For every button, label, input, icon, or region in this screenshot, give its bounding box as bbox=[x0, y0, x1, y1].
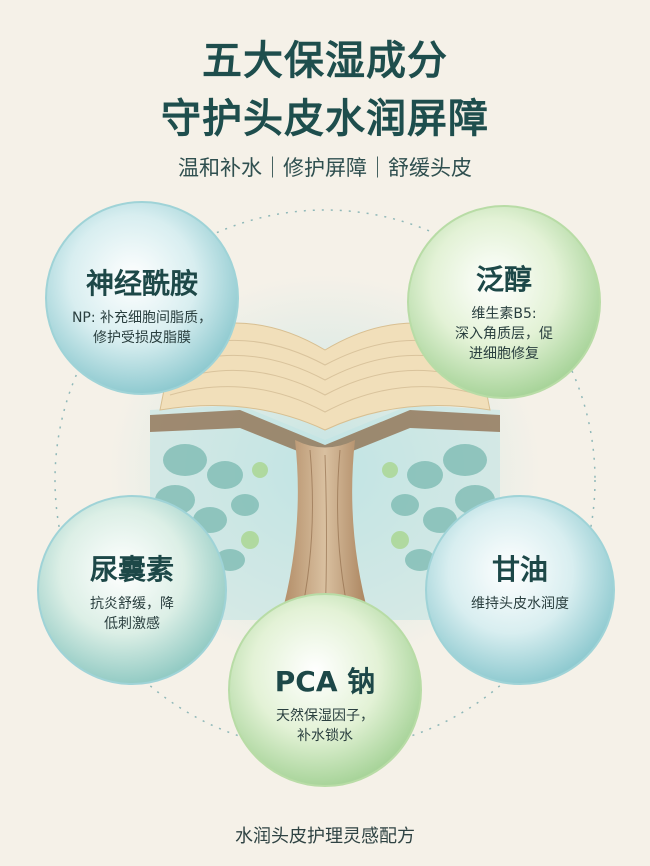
desc-line: 维持头皮水润度 bbox=[471, 596, 569, 612]
ingredient-pca-na: PCA 钠 天然保湿因子， 补水锁水 bbox=[245, 660, 405, 746]
desc-line: NP: 补充细胞间脂质， bbox=[71, 310, 213, 326]
footer-caption: 水润头皮护理灵感配方 bbox=[235, 826, 415, 847]
page-title-line2: 守护头皮水润屏障 bbox=[161, 96, 489, 142]
ingredient-desc: NP: 补充细胞间脂质， 修护受损皮脂膜 bbox=[52, 308, 232, 348]
ingredient-name: 甘油 bbox=[491, 553, 548, 586]
ingredient-desc: 维持头皮水润度 bbox=[440, 594, 600, 614]
ingredient-name: 泛醇 bbox=[475, 263, 532, 296]
desc-line: 天然保湿因子， bbox=[276, 708, 374, 724]
ingredient-name: 尿囊素 bbox=[89, 553, 174, 586]
ingredient-name: 神经酰胺 bbox=[85, 267, 198, 300]
bubble-pca-na bbox=[228, 593, 422, 787]
desc-line: 维生素B5: bbox=[471, 306, 537, 322]
desc-line: 进细胞修复 bbox=[469, 346, 539, 362]
desc-line: 抗炎舒缓，降 bbox=[90, 596, 174, 612]
bubble-glycerin bbox=[425, 495, 615, 685]
ingredient-desc: 维生素B5: 深入角质层，促 进细胞修复 bbox=[424, 304, 584, 364]
page-title-line1: 五大保湿成分 bbox=[202, 38, 448, 84]
desc-line: 低刺激感 bbox=[104, 616, 160, 632]
bubble-panthenol bbox=[407, 205, 601, 399]
bubble-ceramide bbox=[45, 201, 239, 395]
desc-line: 修护受损皮脂膜 bbox=[93, 330, 191, 346]
ingredient-glycerin: 甘油 维持头皮水润度 bbox=[440, 548, 600, 614]
subtitle: 温和补水｜修护屏障｜舒缓头皮 bbox=[178, 156, 472, 180]
ingredient-desc: 抗炎舒缓，降 低刺激感 bbox=[52, 594, 212, 634]
ingredient-ceramide: 神经酰胺 NP: 补充细胞间脂质， 修护受损皮脂膜 bbox=[52, 262, 232, 348]
ingredient-desc: 天然保湿因子， 补水锁水 bbox=[245, 706, 405, 746]
ingredient-name: PCA 钠 bbox=[274, 665, 376, 698]
ingredient-allantoin: 尿囊素 抗炎舒缓，降 低刺激感 bbox=[52, 548, 212, 634]
desc-line: 深入角质层，促 bbox=[455, 326, 553, 342]
ingredient-panthenol: 泛醇 维生素B5: 深入角质层，促 进细胞修复 bbox=[424, 258, 584, 364]
bubble-allantoin bbox=[37, 495, 227, 685]
desc-line: 补水锁水 bbox=[297, 728, 353, 744]
